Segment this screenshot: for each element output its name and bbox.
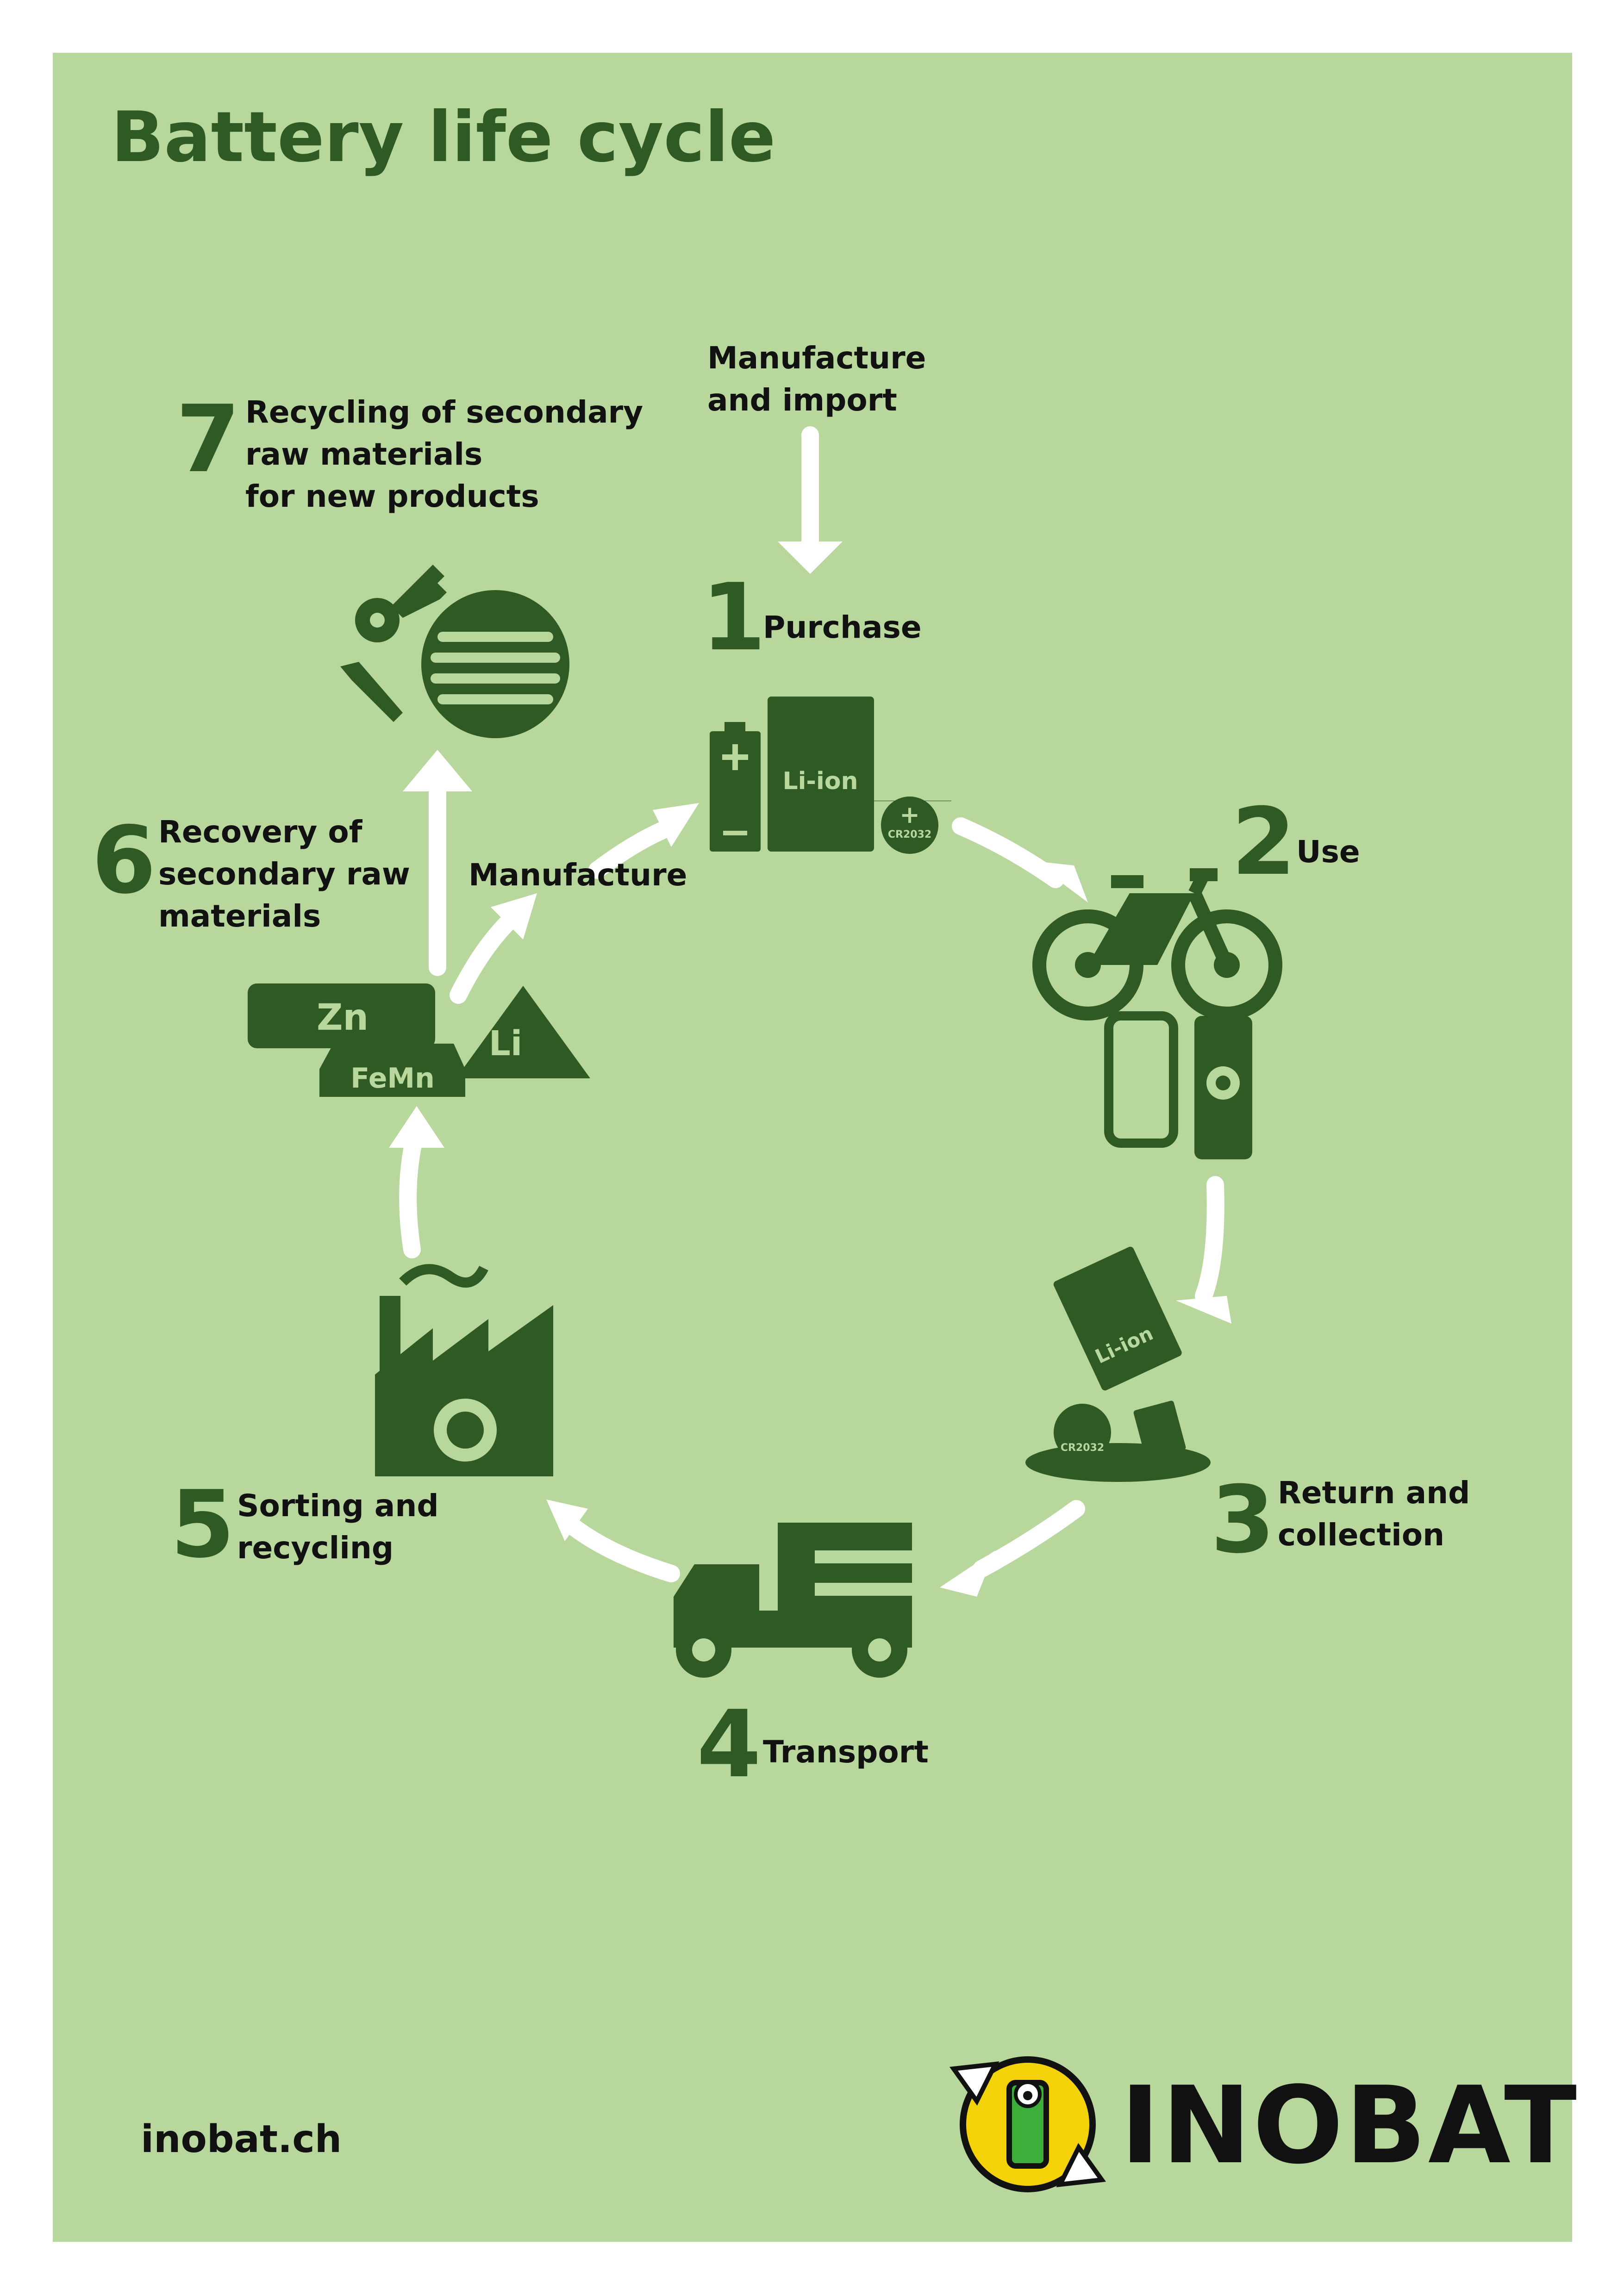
zn-label: Zn <box>317 997 369 1039</box>
brand-name: INOBAT <box>1120 2064 1579 2188</box>
website-link[interactable]: inobat.ch <box>141 2117 342 2161</box>
inflow-arrow <box>778 426 843 574</box>
raw-materials-icon <box>248 983 590 1097</box>
step-7-label: Recycling of secondary raw materials for… <box>245 394 643 515</box>
arrow-3-to-4 <box>940 1500 1085 1597</box>
femn-label: FeMn <box>350 1062 435 1095</box>
arrow-2-to-3 <box>1176 1176 1231 1324</box>
step-4-number: 4 <box>697 1691 762 1798</box>
inobat-logo-icon <box>949 2056 1106 2192</box>
step-3-number: 3 <box>1211 1466 1275 1574</box>
step-3-label: Return and collection <box>1278 1475 1470 1553</box>
step-7-number: 7 <box>176 386 241 493</box>
page-title: Battery life cycle <box>111 97 776 178</box>
recycling-factory-icon <box>375 1264 553 1476</box>
arrow-6-to-7 <box>403 750 472 976</box>
step-1-number: 1 <box>701 564 766 672</box>
arrow-5-to-6 <box>389 1106 444 1258</box>
step-4-label: Transport <box>763 1734 929 1770</box>
cr2032-label: CR2032 <box>888 829 931 840</box>
step-6-label: Recovery of secondary raw materials <box>158 814 410 934</box>
step-6-number: 6 <box>92 807 156 915</box>
use-devices-icon <box>1032 868 1282 1159</box>
purchase-batteries-icon <box>710 697 951 854</box>
liion-label: Li-ion <box>782 767 858 795</box>
arrow-manufacture-to-1 <box>588 803 699 879</box>
collection-batteries-icon <box>1025 1246 1211 1482</box>
step-2-number: 2 <box>1231 788 1296 896</box>
poster-background <box>53 53 1572 2242</box>
step-1-label: Purchase <box>763 610 922 645</box>
manufacture-label: Manufacture <box>468 857 687 893</box>
arrow-4-to-5 <box>546 1500 680 1582</box>
collection-cr2032-label: CR2032 <box>1061 1442 1104 1454</box>
step-5-label: Sorting and recycling <box>237 1488 439 1566</box>
inflow-label: Manufacture and import <box>707 340 926 418</box>
new-products-icon <box>340 565 569 738</box>
arrow-6-to-manufacture <box>450 893 537 1004</box>
step-2-label: Use <box>1296 834 1360 870</box>
arrow-1-to-2 <box>952 817 1088 902</box>
transport-truck-icon <box>674 1523 912 1678</box>
step-5-number: 5 <box>170 1471 235 1579</box>
coin-plus-sign: + <box>899 801 920 829</box>
li-label: Li <box>489 1024 523 1064</box>
